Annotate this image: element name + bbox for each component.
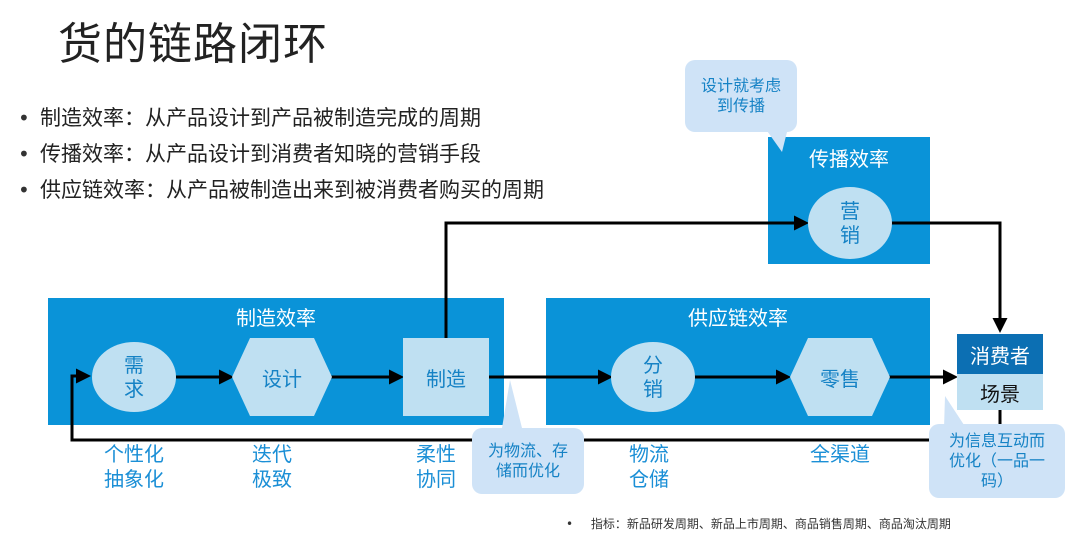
- node-marketing-line-2: 销: [840, 223, 860, 247]
- footnote: • 指标：新品研发周期、新品上市周期、商品销售周期、商品淘汰周期: [566, 515, 951, 532]
- node-distribution-line-2: 销: [643, 377, 663, 401]
- node-distribution: 分销: [611, 342, 695, 412]
- callout-spread-design-line-2: 到传播: [716, 96, 765, 115]
- label-iteration: 迭代 极致: [232, 442, 312, 492]
- bullet-list: 制造效率：从产品设计到产品被制造完成的周期 传播效率：从产品设计到消费者知晓的营…: [16, 100, 544, 208]
- label-omnichannel-text: 全渠道: [810, 442, 870, 466]
- node-design: 设计: [232, 338, 332, 416]
- node-retail-label: 零售: [820, 366, 860, 391]
- bullet-supply-chain-efficiency: 供应链效率：从产品被制造出来到被消费者购买的周期: [16, 172, 544, 208]
- pointer-info-interaction: [944, 396, 966, 428]
- callout-spread-design: 设计就考虑到传播: [685, 60, 797, 132]
- callout-logistics-optimization: 为物流、存储而优化: [472, 428, 584, 494]
- label-iteration-line-2: 极致: [252, 467, 292, 491]
- footnote-bullet: •: [566, 517, 574, 531]
- label-logistics: 物流 仓储: [616, 442, 682, 492]
- callout-spread-design-line-1: 设计就考虑: [700, 76, 781, 95]
- callout-logistics-line-1: 为物流、存: [487, 441, 568, 460]
- pointer-spread-design: [765, 128, 788, 152]
- node-scene-label: 场景: [980, 381, 1020, 406]
- node-demand-line-1: 需: [124, 353, 144, 377]
- label-flexible: 柔性 协同: [406, 442, 466, 492]
- node-marketing-line-1: 营: [840, 199, 860, 223]
- label-logistics-line-1: 物流: [629, 442, 669, 466]
- arrow-marketing-to-consumer: [890, 221, 1008, 333]
- label-flexible-line-2: 协同: [416, 467, 456, 491]
- spread-efficiency-title: 传播效率: [809, 147, 889, 171]
- footnote-text: 指标：新品研发周期、新品上市周期、商品销售周期、商品淘汰周期: [590, 517, 951, 531]
- label-logistics-line-2: 仓储: [629, 467, 669, 491]
- node-manufacture-label: 制造: [426, 366, 466, 391]
- node-consumer: 消费者: [957, 334, 1043, 374]
- label-iteration-line-1: 迭代: [252, 442, 292, 466]
- label-personalized: 个性化 抽象化: [92, 442, 176, 492]
- callout-logistics-line-2: 储而优化: [495, 461, 560, 480]
- node-demand-line-2: 求: [124, 377, 144, 401]
- supply-chain-efficiency-title: 供应链效率: [688, 306, 788, 330]
- node-demand: 需求: [92, 342, 176, 412]
- node-design-label: 设计: [262, 366, 302, 391]
- label-personalized-line-1: 个性化: [104, 442, 164, 466]
- callout-info-line-3: 码）: [980, 471, 1013, 490]
- label-personalized-line-2: 抽象化: [104, 467, 164, 491]
- node-marketing: 营销: [808, 187, 892, 259]
- arrow-manufacture-to-marketing: [444, 215, 809, 338]
- pointer-logistics: [502, 380, 522, 428]
- page-title: 货的链路闭环: [58, 19, 328, 70]
- callout-info-line-1: 为信息互动而: [948, 431, 1045, 450]
- label-flexible-line-1: 柔性: [416, 442, 456, 466]
- manufacturing-efficiency-title: 制造效率: [236, 306, 316, 330]
- callout-info-interaction: 为信息互动而优化（一品一码）: [929, 424, 1065, 498]
- callout-info-line-2: 优化（一品一: [948, 451, 1045, 470]
- node-consumer-label: 消费者: [970, 343, 1030, 368]
- node-scene: 场景: [957, 374, 1043, 410]
- bullet-spread-efficiency: 传播效率：从产品设计到消费者知晓的营销手段: [16, 136, 544, 172]
- node-manufacture: 制造: [403, 338, 489, 416]
- bullet-manufacturing-efficiency: 制造效率：从产品设计到产品被制造完成的周期: [16, 100, 544, 136]
- node-distribution-line-1: 分: [643, 353, 663, 377]
- label-omnichannel: 全渠道: [795, 442, 885, 467]
- node-retail: 零售: [790, 338, 890, 416]
